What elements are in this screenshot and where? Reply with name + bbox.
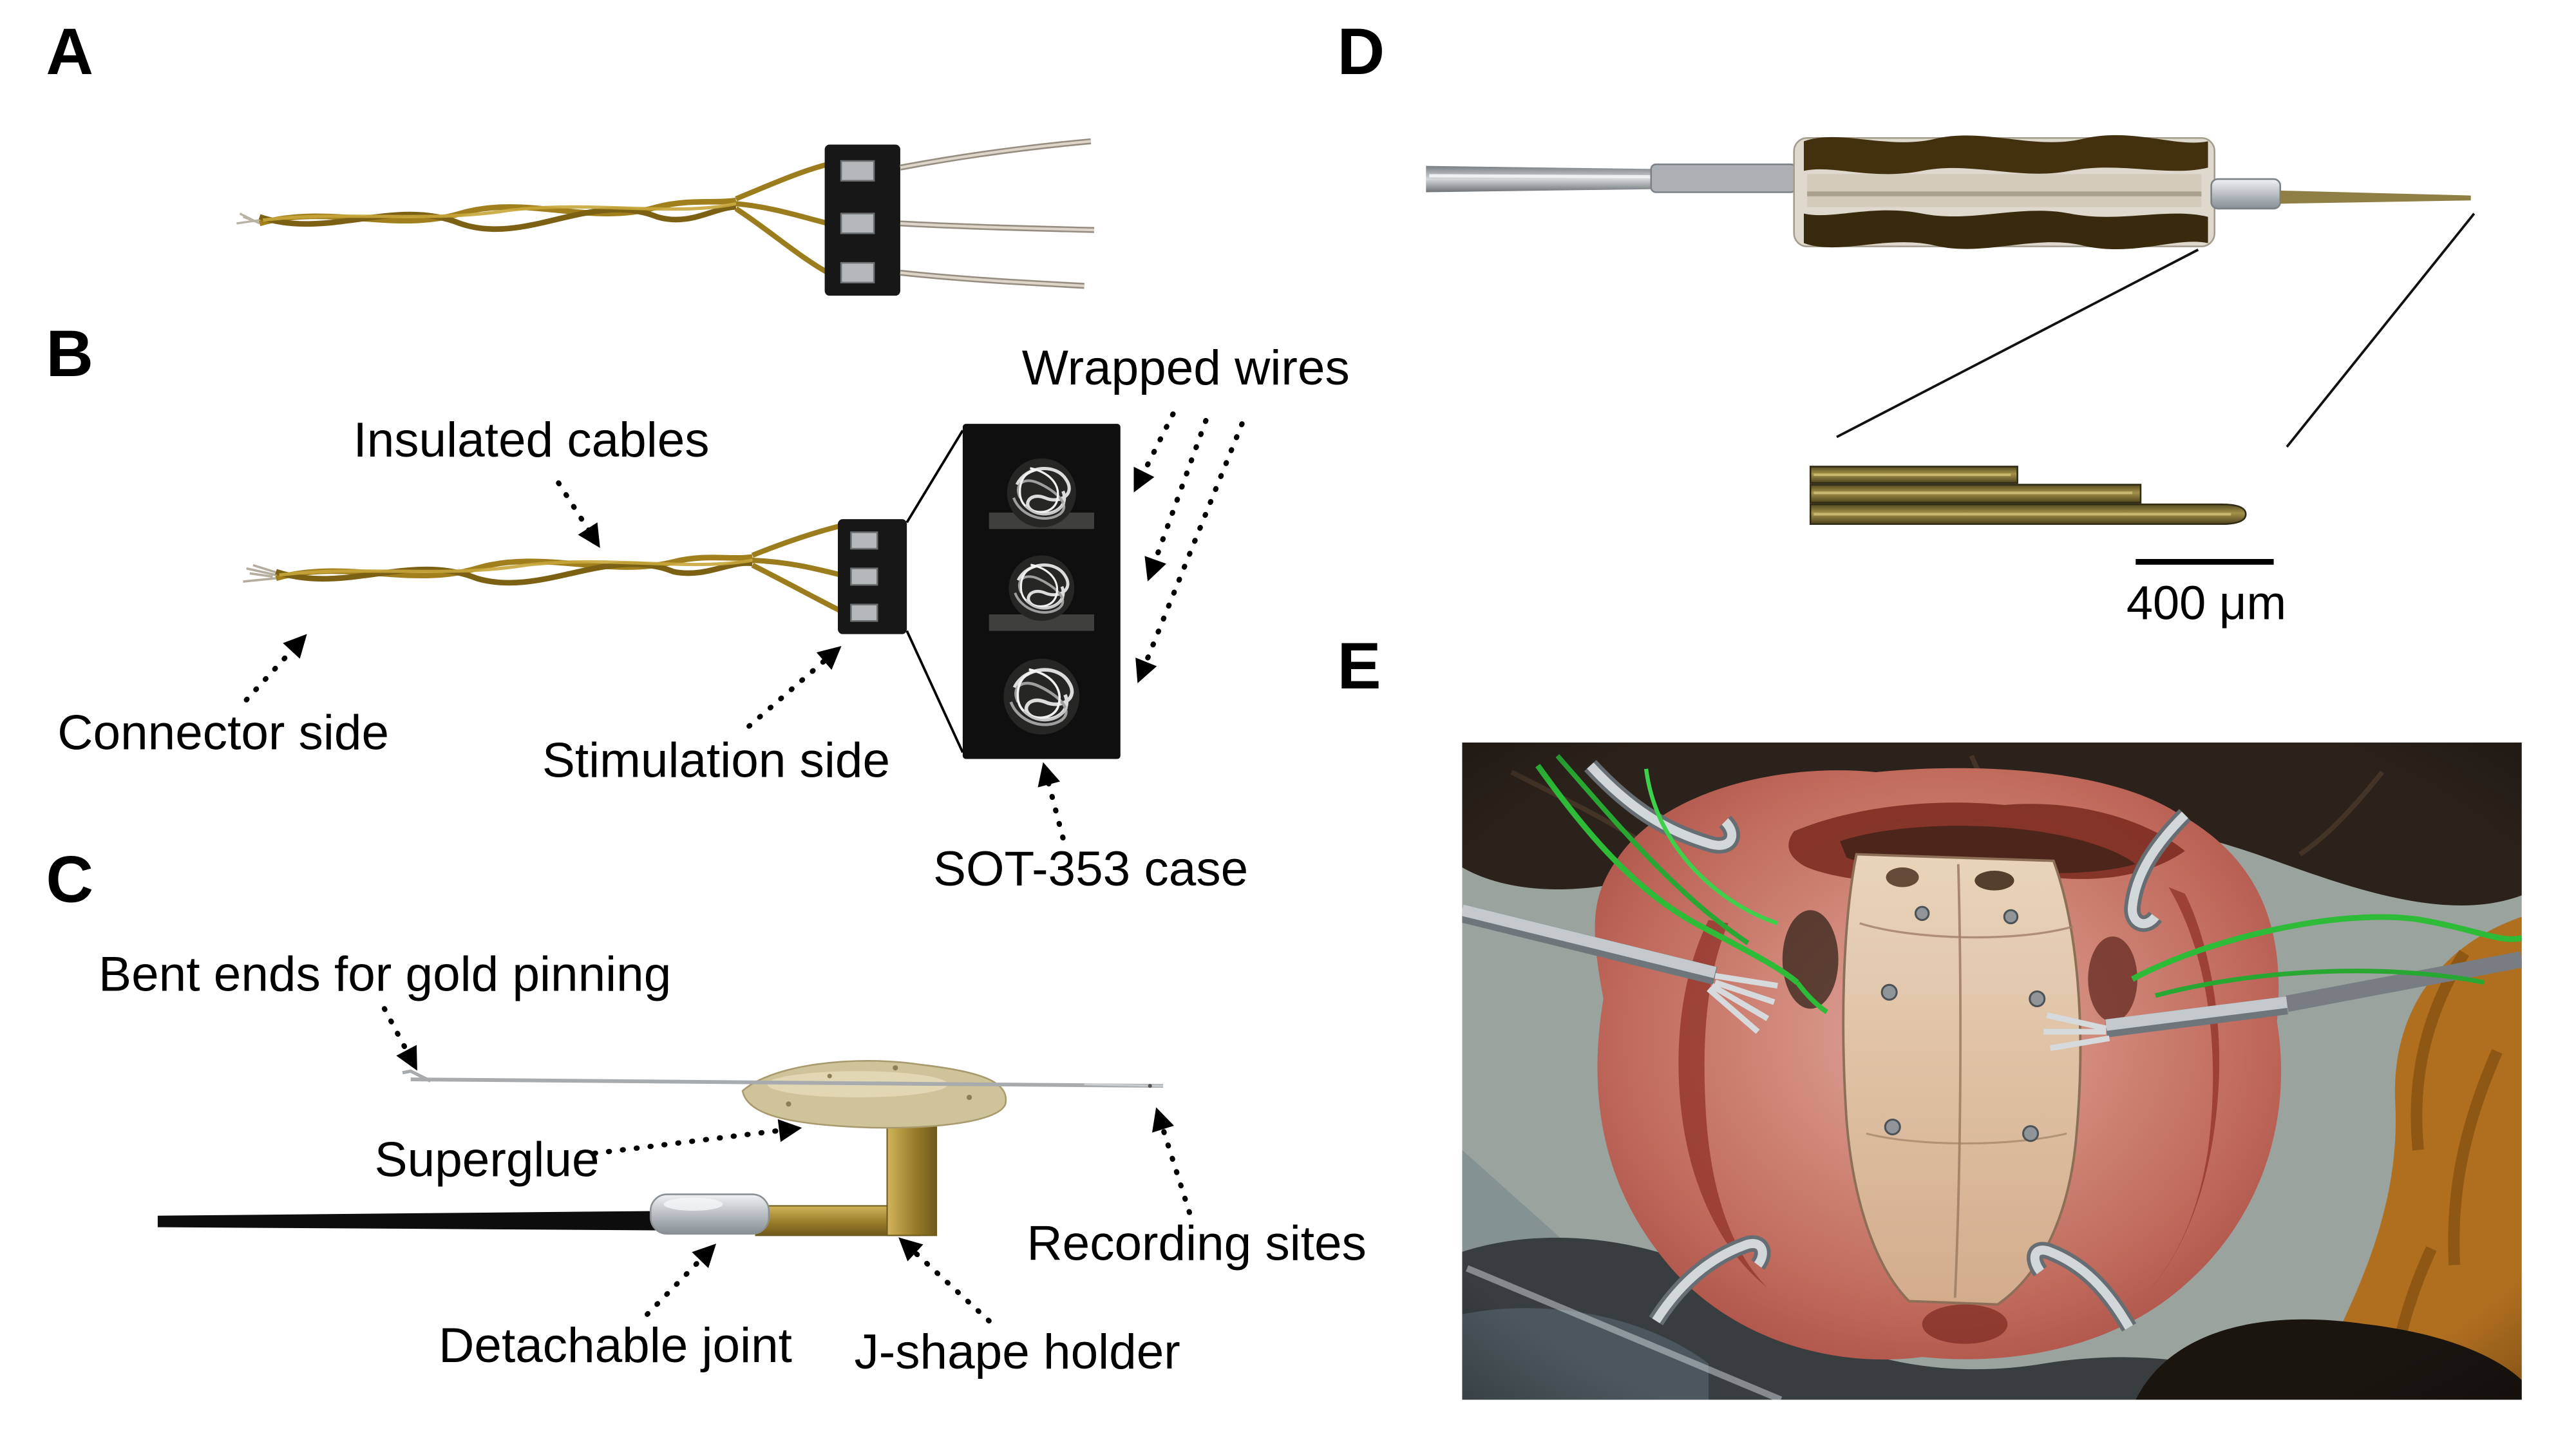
panel-c-label: C bbox=[46, 844, 94, 917]
magnifier-lines-b bbox=[905, 430, 964, 753]
epoxy-top bbox=[1803, 135, 2208, 175]
panel-c-photo bbox=[157, 1059, 1164, 1236]
panel-b-label: B bbox=[46, 318, 94, 392]
arrow-j-shape-holder bbox=[898, 1237, 992, 1324]
arrow-sot353-case bbox=[1037, 762, 1066, 841]
panel-d-label: D bbox=[1337, 16, 1385, 89]
fiber-tips-zoom bbox=[1809, 466, 2247, 526]
arrow-stimulation-side bbox=[746, 646, 842, 729]
recording-site-dot bbox=[1148, 1084, 1152, 1088]
arrow-superglue bbox=[592, 1119, 802, 1156]
arrow-insulated-cables bbox=[556, 480, 600, 548]
magnifier-lines-d bbox=[1836, 213, 2476, 448]
arrow-connector-side bbox=[243, 634, 307, 703]
sot353-inset bbox=[962, 424, 1121, 759]
panel-a-label: A bbox=[46, 16, 94, 89]
wrapped-wire-ball bbox=[1003, 659, 1079, 735]
arrow-bent-ends bbox=[381, 1006, 417, 1071]
insertion-rod bbox=[157, 1211, 681, 1231]
annotation-arrows bbox=[243, 411, 1245, 1324]
label-insulated-cables: Insulated cables bbox=[353, 413, 710, 469]
label-wrapped-wires: Wrapped wires bbox=[1021, 341, 1350, 396]
label-sot353-case: SOT-353 case bbox=[933, 842, 1249, 897]
label-detachable-joint: Detachable joint bbox=[439, 1319, 792, 1374]
label-stimulation-side: Stimulation side bbox=[542, 734, 891, 789]
label-superglue: Superglue bbox=[374, 1133, 600, 1188]
panel-d-photo bbox=[1426, 135, 2476, 565]
panel-a-photo bbox=[236, 138, 1095, 296]
label-j-shape-holder: J-shape holder bbox=[854, 1325, 1180, 1380]
bent-end-tip bbox=[402, 1069, 431, 1083]
j-shape-holder-part bbox=[886, 1119, 938, 1236]
panel-e-label: E bbox=[1337, 630, 1381, 703]
electrode-shank bbox=[410, 1077, 1164, 1088]
silver-wires-a bbox=[900, 138, 1095, 289]
label-bent-ends: Bent ends for gold pinning bbox=[99, 947, 672, 1003]
arrow-wrapped-wires-1 bbox=[1133, 411, 1176, 493]
epoxy-bottom bbox=[1803, 210, 2208, 250]
label-recording-sites: Recording sites bbox=[1027, 1217, 1367, 1272]
arrow-wrapped-wires-2 bbox=[1144, 417, 1209, 582]
wrapped-wire-ball bbox=[1007, 459, 1076, 527]
scale-bar-label: 400 μm bbox=[2126, 578, 2287, 631]
arrow-recording-sites bbox=[1151, 1107, 1193, 1215]
label-connector-side: Connector side bbox=[57, 706, 390, 761]
panel-e-photo bbox=[1462, 743, 2522, 1400]
arrow-detachable-joint bbox=[645, 1244, 717, 1317]
panel-b-photo bbox=[243, 424, 1121, 759]
wrapped-wire-ball bbox=[1009, 555, 1074, 621]
thin-shank bbox=[2280, 190, 2471, 204]
